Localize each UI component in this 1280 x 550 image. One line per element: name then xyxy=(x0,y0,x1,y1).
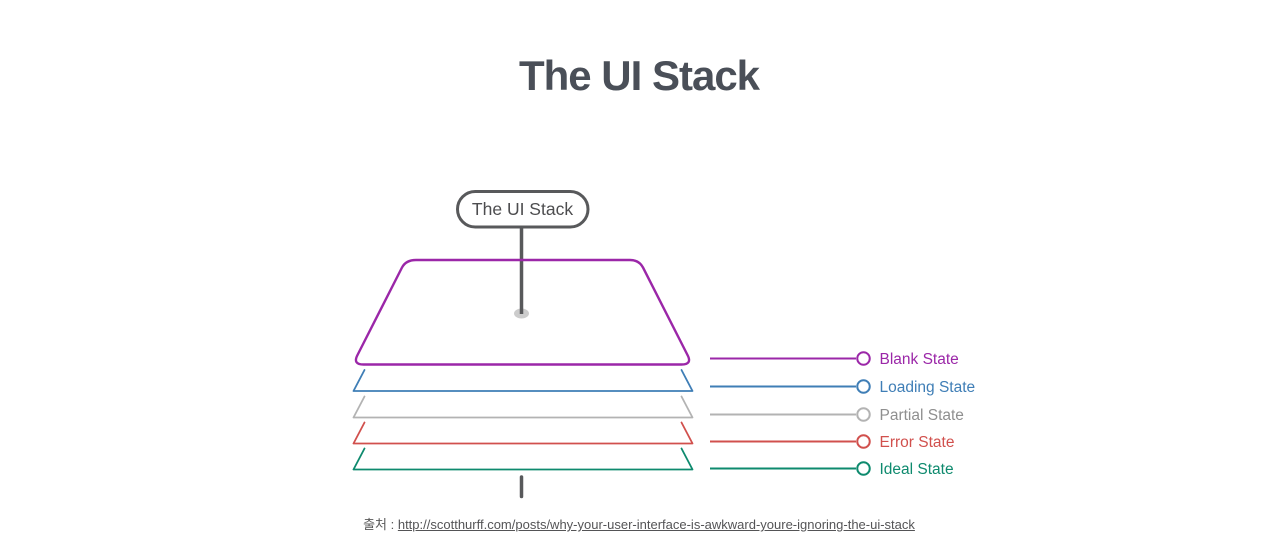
source-attribution: 출처 : http://scotthurff.com/posts/why-you… xyxy=(0,514,1278,533)
legend-marker-ideal-state xyxy=(856,461,871,476)
stack-badge: The UI Stack xyxy=(456,190,590,229)
legend-label-loading-state: Loading State xyxy=(880,379,976,396)
legend-row-loading-state: Loading State xyxy=(710,379,975,396)
legend-label-error-state: Error State xyxy=(880,434,955,451)
layer-error-state xyxy=(352,421,694,445)
legend-row-ideal-state: Ideal State xyxy=(710,461,954,478)
layer-partial-state xyxy=(352,395,694,419)
legend-marker-blank-state xyxy=(856,351,871,366)
stack-badge-label: The UI Stack xyxy=(472,199,573,219)
stack-badge-outline xyxy=(456,190,590,229)
legend-marker-loading-state xyxy=(856,379,871,394)
legend-row-blank-state: Blank State xyxy=(710,351,959,368)
layer-loading-state xyxy=(352,369,694,392)
legend-label-blank-state: Blank State xyxy=(880,351,959,368)
page-title: The UI Stack xyxy=(518,52,760,99)
source-prefix: 출처 : xyxy=(363,517,398,532)
legend-label-partial-state: Partial State xyxy=(880,407,964,424)
legend-marker-error-state xyxy=(856,434,871,449)
layer-ideal-state xyxy=(352,447,694,471)
layer-blank-state xyxy=(354,258,691,366)
legend-row-partial-state: Partial State xyxy=(710,407,964,424)
legend-label-ideal-state: Ideal State xyxy=(880,461,954,478)
source-link[interactable]: http://scotthurff.com/posts/why-your-use… xyxy=(397,517,915,532)
legend-marker-partial-state xyxy=(856,407,871,422)
legend-row-error-state: Error State xyxy=(710,434,954,451)
